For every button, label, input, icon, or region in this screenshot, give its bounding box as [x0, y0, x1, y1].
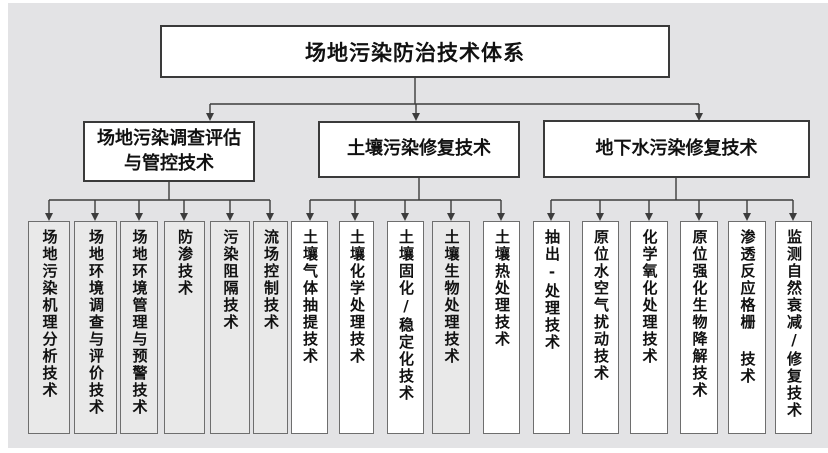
leaf-node-2-1: 土壤气体抽提技术 [291, 221, 328, 434]
leaf-node-3-6: 监测自然衰减/修复技术 [775, 221, 812, 434]
branch-node-label: 场地污染调查评估与管控技术 [97, 128, 241, 174]
leaf-node-1-3: 场地环境管理与预警技术 [120, 221, 158, 434]
leaf-node-label: 原位水空气扰动技术 [592, 229, 610, 382]
branch-node-label: 土壤污染修复技术 [347, 138, 491, 160]
leaf-node-2-5: 土壤热处理技术 [483, 221, 520, 434]
branch-node-label: 地下水污染修复技术 [595, 137, 758, 159]
leaf-node-1-6: 流场控制技术 [253, 221, 288, 434]
leaf-node-label: 流场控制技术 [262, 229, 280, 331]
leaf-node-label: 土壤生物处理技术 [442, 229, 461, 365]
leaf-node-label: 土壤化学处理技术 [348, 229, 366, 365]
leaf-node-1-4: 防渗技术 [164, 221, 205, 434]
leaf-node-label: 污染阻隔技术 [221, 229, 240, 331]
leaf-node-label: 抽出-处理技术 [543, 229, 561, 351]
leaf-node-label: 监测自然衰减/修复技术 [785, 229, 803, 419]
leaf-node-label: 场地环境调查与评价技术 [87, 229, 105, 416]
leaf-node-3-1: 抽出-处理技术 [533, 221, 570, 434]
leaf-node-1-5: 污染阻隔技术 [210, 221, 250, 434]
root-node: 场地污染防治技术体系 [160, 25, 670, 78]
leaf-node-label: 土壤热处理技术 [493, 229, 511, 348]
leaf-node-1-1: 场地污染机理分析技术 [28, 221, 70, 434]
branch-node-survey-assessment: 场地污染调查评估与管控技术 [83, 121, 255, 182]
leaf-node-label: 防渗技术 [176, 229, 194, 297]
root-node-label: 场地污染防治技术体系 [305, 40, 525, 65]
leaf-node-label: 土壤气体抽提技术 [301, 229, 319, 365]
leaf-node-3-5: 渗透反应格栅 技术 [728, 221, 766, 434]
leaf-node-2-2: 土壤化学处理技术 [339, 221, 374, 434]
leaf-node-label: 渗透反应格栅 技术 [738, 229, 757, 385]
branch-node-groundwater-remediation: 地下水污染修复技术 [543, 120, 810, 178]
leaf-node-label: 化学氧化处理技术 [640, 229, 659, 365]
leaf-node-3-3: 化学氧化处理技术 [630, 221, 668, 434]
leaf-node-2-4: 土壤生物处理技术 [432, 221, 470, 434]
branch-node-soil-remediation: 土壤污染修复技术 [318, 121, 520, 178]
leaf-node-1-2: 场地环境调查与评价技术 [74, 221, 117, 434]
leaf-node-3-2: 原位水空气扰动技术 [582, 221, 619, 434]
leaf-node-label: 土壤固化/稳定化技术 [397, 229, 415, 402]
leaf-node-2-3: 土壤固化/稳定化技术 [387, 221, 424, 434]
leaf-node-3-4: 原位强化生物降解技术 [680, 221, 718, 434]
leaf-node-label: 原位强化生物降解技术 [690, 229, 709, 399]
leaf-node-label: 场地环境管理与预警技术 [130, 229, 149, 416]
leaf-node-label: 场地污染机理分析技术 [40, 229, 59, 399]
